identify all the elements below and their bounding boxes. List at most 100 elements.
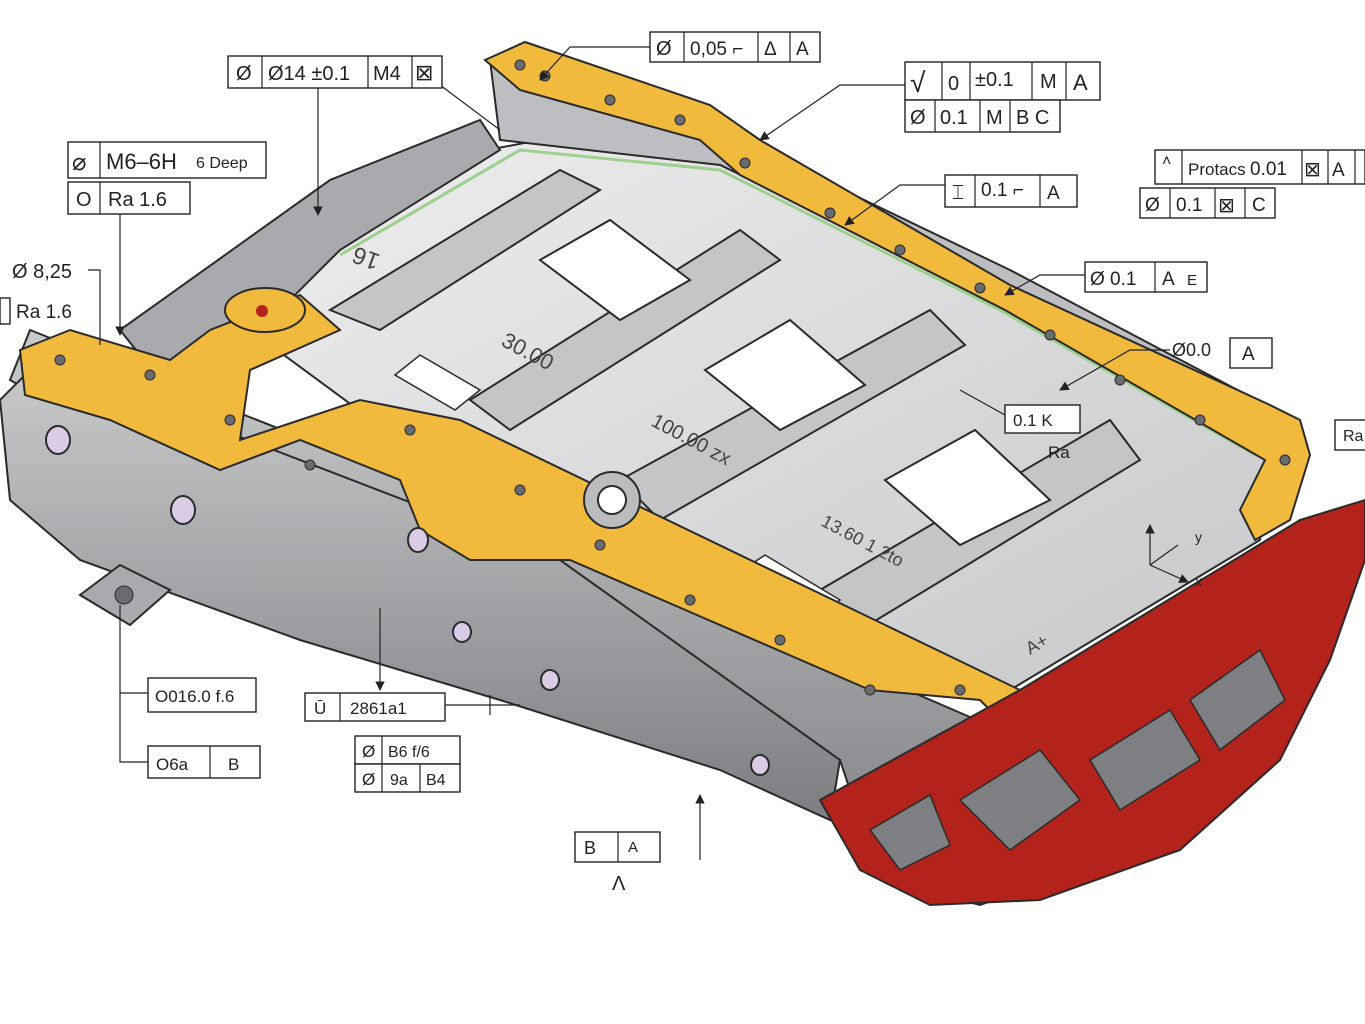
callout-position-01: Ø 0.1 A E bbox=[1084, 261, 1208, 293]
cell-datum: A bbox=[1047, 183, 1060, 204]
cell-datum-2: E bbox=[1187, 272, 1197, 289]
cell-value: 2861a1 bbox=[350, 699, 407, 718]
bolt-hole bbox=[1279, 454, 1291, 466]
floor-window-2 bbox=[703, 318, 867, 432]
cell-datum: B4 bbox=[426, 772, 446, 789]
cell-symbol: Λ bbox=[612, 873, 626, 895]
port-holes bbox=[45, 425, 770, 776]
bolt-hole bbox=[774, 634, 786, 646]
port-hole bbox=[170, 495, 196, 525]
cell-datum: A bbox=[1332, 160, 1345, 181]
floor-window-3 bbox=[883, 428, 1052, 547]
cell-symbol: O bbox=[76, 189, 92, 211]
leader-c3 bbox=[759, 84, 905, 141]
cell-symbol: Ø bbox=[362, 770, 375, 789]
cell-value: O016.0 f.6 bbox=[155, 687, 234, 706]
part-front-wall bbox=[0, 358, 842, 822]
floor-slot-1 bbox=[393, 354, 482, 411]
cell-value: 0,05 ⌐ bbox=[690, 39, 743, 60]
lug-hole bbox=[114, 585, 134, 605]
cell-symbol: √ bbox=[910, 67, 926, 98]
cell-value: Ø0.0 bbox=[1172, 340, 1211, 360]
bolt-hole bbox=[144, 369, 156, 381]
cell-modifier: Δ bbox=[764, 39, 777, 60]
callout-position-00: Ø0.0 A bbox=[1172, 337, 1273, 369]
bolt-hole bbox=[54, 354, 66, 366]
bolt-hole bbox=[304, 459, 316, 471]
callout-01k: 0.1 K bbox=[1004, 404, 1081, 434]
cell-symbol: Ø bbox=[1090, 269, 1105, 290]
cell-symbol: Ø bbox=[236, 63, 252, 85]
cell-value: B bbox=[584, 838, 596, 858]
cell-modifier: ⊠ bbox=[1218, 195, 1235, 217]
cell-datum: B bbox=[228, 755, 239, 774]
callout-ra-right: Ra bbox=[1334, 419, 1365, 451]
axis-triad: y x bbox=[1145, 524, 1202, 589]
cell-symbol: Ø bbox=[910, 107, 926, 129]
cell-datum: A bbox=[1162, 269, 1175, 290]
leader-c11 bbox=[1059, 349, 1170, 391]
callout-diameter-14: Ø Ø14 ±0.1 M4 ⊠ bbox=[227, 55, 443, 89]
leader-c10 bbox=[1004, 274, 1085, 296]
flange-rear bbox=[483, 40, 1312, 542]
leader-lines bbox=[88, 46, 1170, 860]
cell-value: 9a bbox=[390, 772, 408, 789]
callout-bottom-center: Ū 2861a1 bbox=[304, 692, 446, 722]
cell-datum: A bbox=[1242, 344, 1255, 365]
cell-zero: 0 bbox=[948, 73, 959, 95]
cell-value: Ra bbox=[1343, 428, 1364, 445]
leader-c12 bbox=[959, 389, 1006, 416]
cell-symbol: ˄ bbox=[1162, 153, 1171, 170]
cell-datum: A bbox=[1073, 70, 1088, 95]
cell-value: 0.1 bbox=[1110, 269, 1136, 290]
callout-tolerance-005: Ø 0,05 ⌐ Δ A bbox=[649, 31, 821, 63]
cell-value: Ø14 ±0.1 bbox=[268, 63, 350, 85]
callout-ra-16-left: Ra 1.6 bbox=[0, 297, 72, 325]
bolt-hole bbox=[224, 414, 236, 426]
cell-datum: A bbox=[628, 839, 638, 856]
cell-value: ±0.1 bbox=[975, 69, 1014, 91]
callout-profile-01: √ 0 ±0.1 M A Ø 0.1 M B C bbox=[904, 61, 1101, 133]
bolt-hole bbox=[674, 114, 686, 126]
cell-value: Ra 1.6 bbox=[16, 302, 72, 323]
end-face-pocket-4 bbox=[868, 793, 951, 871]
rib-1 bbox=[327, 168, 603, 332]
bolt-hole bbox=[594, 539, 606, 551]
port-hole bbox=[452, 621, 472, 643]
cell-value: 0.1 bbox=[940, 107, 968, 129]
bolt-hole bbox=[539, 70, 551, 82]
cell-value: B6 f/6 bbox=[388, 744, 430, 761]
cell-value: 0.1 K bbox=[1013, 411, 1053, 430]
callout-bottom-left-2: O6a B bbox=[147, 745, 261, 779]
callout-bottom-left-1: O016.0 f.6 bbox=[147, 677, 257, 713]
cell-datum: B C bbox=[1016, 107, 1049, 129]
cell-symbol: ⌶ bbox=[952, 182, 964, 204]
end-face-pocket-3 bbox=[1189, 648, 1286, 752]
cell-datum: ⊠ bbox=[415, 60, 433, 85]
port-hole bbox=[750, 754, 770, 776]
callout-thread-m6: ⌀ M6–6H 6 Deep bbox=[67, 141, 267, 179]
callout-bottom-double: Ø B6 f/6 Ø 9a B4 bbox=[354, 735, 461, 793]
cell-symbol: Ū bbox=[314, 699, 326, 718]
bolt-hole bbox=[404, 424, 416, 436]
bolt-hole bbox=[1114, 374, 1126, 386]
port-hole bbox=[540, 669, 560, 691]
cell-value: O6a bbox=[156, 755, 189, 774]
bolt-hole bbox=[604, 94, 616, 106]
port-hole bbox=[407, 527, 429, 553]
cell-modifier: M bbox=[1040, 71, 1057, 93]
callout-protacs: ˄ Protacs 0.01 ⊠ A Ø 0.1 ⊠ C bbox=[1139, 149, 1365, 219]
floor-window-1 bbox=[538, 218, 692, 322]
bolt-hole bbox=[684, 594, 696, 606]
callout-diameter-825: Ø 8,25 bbox=[12, 261, 72, 283]
cell-modifier: M4 bbox=[373, 63, 401, 85]
bolt-hole bbox=[1194, 414, 1206, 426]
cell-value: 0.01 bbox=[1250, 159, 1287, 180]
bolt-hole bbox=[514, 484, 526, 496]
bolt-hole bbox=[894, 244, 906, 256]
cell-symbol: ⌀ bbox=[72, 149, 86, 176]
cell-label: Protacs bbox=[1188, 160, 1246, 179]
x-axis-label: x bbox=[1195, 573, 1202, 589]
bolt-hole bbox=[739, 157, 751, 169]
